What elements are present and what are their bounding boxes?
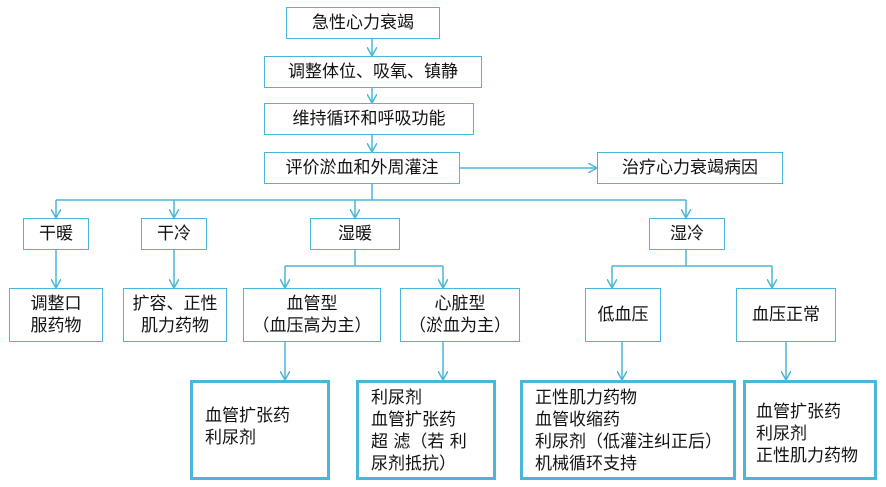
node-label: 心脏型 （淤血为主） [409, 294, 511, 336]
node-dry-warm-treatment: 调整口 服药物 [9, 288, 103, 342]
node-low-blood-pressure: 低血压 [585, 288, 661, 342]
node-label: 治疗心力衰竭病因 [622, 158, 758, 178]
node-label: 评价淤血和外周灌注 [285, 158, 439, 178]
node-label: 湿暖 [338, 224, 372, 244]
node-treat-cause: 治疗心力衰竭病因 [597, 152, 783, 184]
node-dry-warm: 干暖 [23, 218, 89, 250]
node-vascular-treatment: 血管扩张药 利尿剂 [190, 380, 330, 480]
node-cardiac-treatment: 利尿剂 血管扩张药 超 滤（若 利 尿剂抵抗） [356, 380, 496, 480]
node-label: 血管型 （血压高为主） [252, 294, 372, 336]
node-normal-blood-pressure: 血压正常 [736, 288, 836, 342]
node-cardiac-type: 心脏型 （淤血为主） [400, 288, 520, 342]
node-label: 血管扩张药 利尿剂 [205, 406, 290, 448]
node-low-bp-treatment: 正性肌力药物 血管收缩药 利尿剂（低灌注纠正后） 机械循环支持 [520, 380, 736, 480]
node-label: 调整体位、吸氧、镇静 [288, 62, 458, 82]
node-label: 干暖 [39, 224, 73, 244]
node-label: 湿冷 [670, 224, 704, 244]
node-maintain-circulation: 维持循环和呼吸功能 [264, 103, 474, 135]
node-wet-warm: 湿暖 [310, 218, 400, 250]
node-evaluate-congestion-perfusion: 评价淤血和外周灌注 [264, 152, 460, 184]
node-label: 利尿剂 血管扩张药 超 滤（若 利 尿剂抵抗） [371, 388, 467, 474]
node-position-oxygen-sedation: 调整体位、吸氧、镇静 [264, 56, 482, 88]
node-dry-cold: 干冷 [141, 218, 207, 250]
node-normal-bp-treatment: 血管扩张药 利尿剂 正性肌力药物 [743, 380, 877, 480]
node-wet-cold: 湿冷 [649, 218, 725, 250]
node-label: 干冷 [157, 224, 191, 244]
node-label: 急性心力衰竭 [312, 13, 414, 33]
node-label: 扩容、正性 肌力药物 [132, 294, 218, 336]
node-label: 血压正常 [752, 305, 820, 325]
node-label: 低血压 [597, 305, 649, 325]
node-label: 正性肌力药物 血管收缩药 利尿剂（低灌注纠正后） 机械循环支持 [535, 388, 722, 474]
node-dry-cold-treatment: 扩容、正性 肌力药物 [123, 288, 227, 342]
node-label: 调整口 服药物 [30, 294, 82, 336]
node-label: 维持循环和呼吸功能 [292, 109, 446, 129]
node-vascular-type: 血管型 （血压高为主） [243, 288, 381, 342]
node-label: 血管扩张药 利尿剂 正性肌力药物 [756, 402, 858, 466]
node-acute-heart-failure: 急性心力衰竭 [286, 7, 440, 39]
